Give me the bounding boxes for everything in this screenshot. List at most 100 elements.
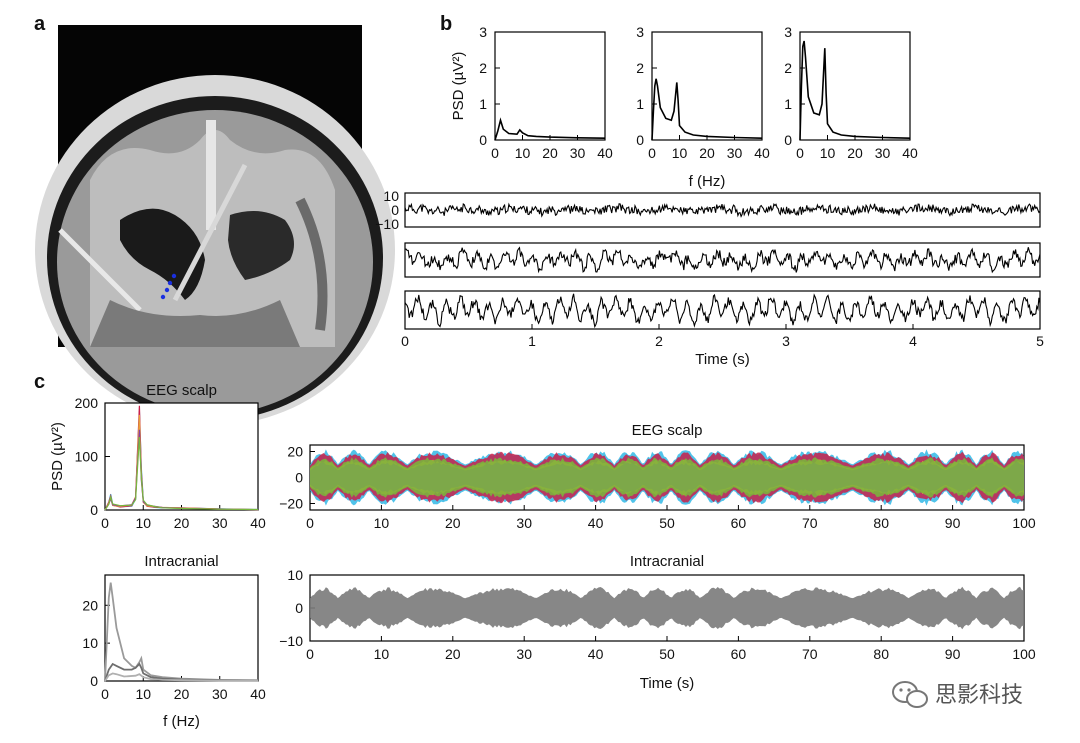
y-tick-label: 10 [82,635,98,651]
x-tick-label: 80 [873,646,889,662]
trace-frame [404,242,1041,278]
y-tick-label: 3 [784,24,792,40]
x-tick-label: 70 [802,646,818,662]
axes-frame [799,31,911,141]
y-axis-label: PSD (µV²) [49,422,66,491]
y-tick-label: 0 [295,470,303,486]
x-tick-label: 0 [491,145,499,161]
eeg-trace [404,202,1041,218]
x-tick-label: 10 [135,686,151,702]
y-tick-label: 0 [295,600,303,616]
psd-line-2 [104,672,258,682]
x-tick-label: 4 [909,333,917,349]
y-tick-label: 10 [383,188,399,204]
y-tick-label: 0 [784,132,792,148]
chart-title: EEG scalp [632,422,703,439]
x-tick-label: 0 [401,333,409,349]
x-tick-label: 10 [374,515,390,531]
y-tick-label: 20 [287,444,303,460]
x-tick-label: 90 [945,515,961,531]
x-tick-label: 0 [306,646,314,662]
y-tick-label: 200 [75,395,99,411]
x-tick-label: 20 [542,145,558,161]
x-tick-label: 10 [515,145,531,161]
y-tick-label: 2 [636,60,644,76]
y-axis-label: PSD (µV²) [450,52,467,121]
eeg-band-4 [310,457,1024,498]
x-tick-label: 90 [945,646,961,662]
x-tick-label: 0 [101,686,109,702]
x-axis-label: Time (s) [695,351,749,368]
x-tick-label: 20 [174,515,190,531]
axes-frame [651,31,763,141]
x-tick-label: 10 [135,515,151,531]
x-tick-label: 60 [731,646,747,662]
y-tick-label: 2 [784,60,792,76]
x-tick-label: 5 [1036,333,1044,349]
panel-letter-a: a [34,13,46,35]
y-tick-label: 3 [636,24,644,40]
y-tick-label: 0 [479,132,487,148]
x-tick-label: 60 [731,515,747,531]
x-tick-label: 30 [212,686,228,702]
y-tick-label: 100 [75,449,99,465]
psd-line-4 [104,436,259,511]
x-tick-label: 30 [570,145,586,161]
y-tick-label: 10 [287,567,303,583]
axes-frame [104,574,259,682]
y-tick-label: 1 [784,96,792,112]
x-axis-label: Time (s) [640,675,694,692]
x-tick-label: 20 [174,686,190,702]
x-tick-label: 50 [659,646,675,662]
y-tick-label: 0 [90,502,98,518]
electrode-dot [167,280,173,286]
y-tick-label: −20 [279,496,303,512]
wechat-icon [892,681,928,708]
psd-line [799,40,911,141]
x-tick-label: 40 [250,686,266,702]
electrode-dot [171,273,177,279]
axes-frame [494,31,606,141]
x-tick-label: 10 [672,145,688,161]
y-tick-label: 2 [479,60,487,76]
eeg-trace [404,293,1041,329]
chart-title: Intracranial [144,553,218,570]
x-tick-label: 1 [528,333,536,349]
x-tick-label: 70 [802,515,818,531]
watermark-text: 思影科技 [935,682,1023,707]
panel-letter-b: b [440,13,452,35]
x-tick-label: 2 [655,333,663,349]
electrode-dot [164,287,170,293]
y-tick-label: 0 [90,673,98,689]
axes-frame [104,402,259,511]
y-tick-label: −10 [279,633,303,649]
x-tick-label: 20 [445,515,461,531]
x-tick-label: 20 [847,145,863,161]
y-tick-label: 1 [636,96,644,112]
x-tick-label: 0 [648,145,656,161]
psd-line [651,78,763,141]
x-axis-label: f (Hz) [163,713,200,730]
x-tick-label: 10 [820,145,836,161]
x-tick-label: 3 [782,333,790,349]
x-tick-label: 40 [588,515,604,531]
y-tick-label: 0 [636,132,644,148]
y-tick-label: 1 [479,96,487,112]
x-tick-label: 80 [873,515,889,531]
x-tick-label: 50 [659,515,675,531]
x-tick-label: 40 [902,145,918,161]
intracranial-band [310,586,1024,630]
chart-title: EEG scalp [146,382,217,399]
x-tick-label: 20 [445,646,461,662]
panel-letter-c: c [34,371,45,393]
y-tick-label: 0 [391,202,399,218]
y-tick-label: 20 [82,597,98,613]
x-tick-label: 30 [212,515,228,531]
x-tick-label: 30 [516,646,532,662]
electrode-dot [160,294,166,300]
x-tick-label: 0 [101,515,109,531]
x-tick-label: 0 [796,145,804,161]
eeg-trace [404,246,1041,274]
x-tick-label: 40 [588,646,604,662]
